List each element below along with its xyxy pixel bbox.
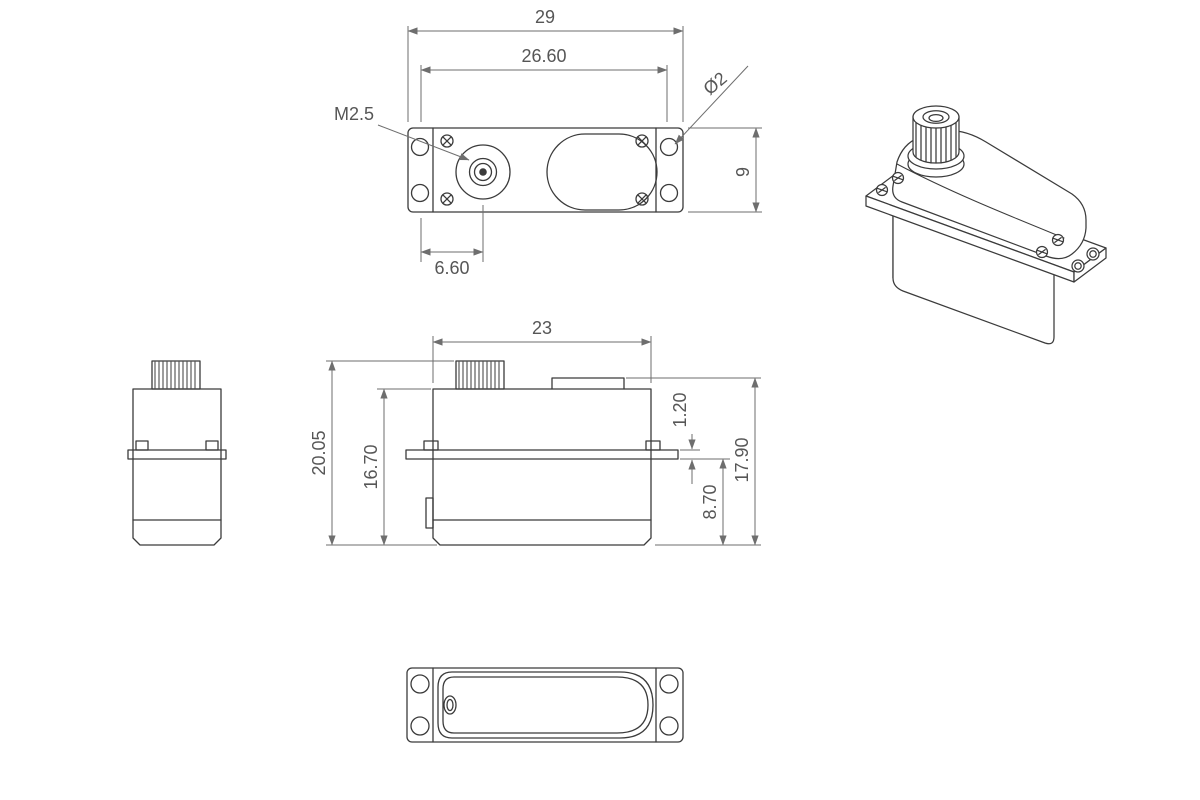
dim-hole-diameter-label: Ø2 — [700, 68, 731, 99]
bottom-flange-outline — [406, 667, 684, 743]
front-flange-clip-right — [645, 440, 661, 451]
dim-shaft-offset: 6.60 — [420, 205, 484, 278]
front-view-dims: 23 20.05 16.70 1.20 — [309, 318, 761, 546]
iso-ear-holes-right — [1071, 247, 1100, 273]
dim-body-width-label: 23 — [532, 318, 552, 338]
bottom-case-outer — [437, 671, 654, 739]
dim-flange-thickness: 1.20 — [670, 392, 700, 484]
front-flange — [405, 449, 679, 460]
iso-ear-screws-left — [875, 171, 905, 197]
top-gear-cover-outline — [546, 133, 658, 211]
top-view-dims: 29 26.60 Ø2 9 M2.5 — [334, 7, 762, 278]
front-view-part — [405, 360, 679, 546]
front-gear-teeth — [458, 361, 500, 389]
dim-lower-height-label: 8.70 — [700, 484, 720, 519]
dim-thread-callout: M2.5 — [334, 104, 470, 161]
iso-gear-knurl — [915, 121, 957, 164]
top-flange-outline — [407, 127, 684, 213]
top-corner-screws — [440, 134, 649, 206]
dim-lower-height: 8.70 — [655, 458, 761, 546]
top-output-shaft — [455, 144, 511, 200]
dim-shaft-offset-label: 6.60 — [434, 258, 469, 278]
dim-body-height-label: 16.70 — [361, 444, 381, 489]
side-flange-clip-right — [205, 440, 219, 451]
dim-depth-label: 9 — [733, 167, 753, 177]
side-gear-teeth — [154, 361, 196, 389]
bottom-case-inner — [442, 676, 649, 734]
bottom-view — [406, 667, 684, 743]
isometric-view — [865, 105, 1107, 345]
dim-upper-height: 17.90 — [626, 377, 761, 546]
dim-hole-diameter: Ø2 — [674, 65, 749, 145]
dim-flange-thickness-label: 1.20 — [670, 392, 690, 427]
top-view: 29 26.60 Ø2 9 M2.5 — [334, 7, 762, 278]
dim-hole-spacing: 26.60 — [420, 46, 668, 122]
side-flange — [127, 449, 227, 460]
dim-overall-width-label: 29 — [535, 7, 555, 27]
dim-overall-width: 29 — [407, 7, 684, 122]
bottom-connector-feature — [443, 695, 457, 715]
dim-overall-height-label: 20.05 — [309, 430, 329, 475]
dim-thread-callout-label: M2.5 — [334, 104, 374, 124]
dim-body-height: 16.70 — [361, 388, 431, 546]
side-flange-clip-left — [135, 440, 149, 451]
front-cover-step — [551, 377, 625, 390]
dim-upper-height-label: 17.90 — [732, 437, 752, 482]
side-view — [127, 360, 227, 546]
top-view-part — [407, 127, 684, 213]
front-view: 23 20.05 16.70 1.20 — [309, 318, 761, 546]
dim-body-width: 23 — [432, 318, 652, 383]
top-mount-holes — [410, 137, 679, 203]
iso-ear-screws-right — [1035, 233, 1065, 259]
side-body-outline — [132, 388, 222, 546]
dim-hole-spacing-label: 26.60 — [521, 46, 566, 66]
front-flange-clip-left — [423, 440, 439, 451]
dim-depth: 9 — [688, 127, 762, 213]
front-cable-notch — [425, 497, 434, 529]
bottom-mount-holes — [410, 674, 679, 736]
iso-gear — [912, 105, 960, 164]
front-body-outline — [432, 388, 652, 546]
